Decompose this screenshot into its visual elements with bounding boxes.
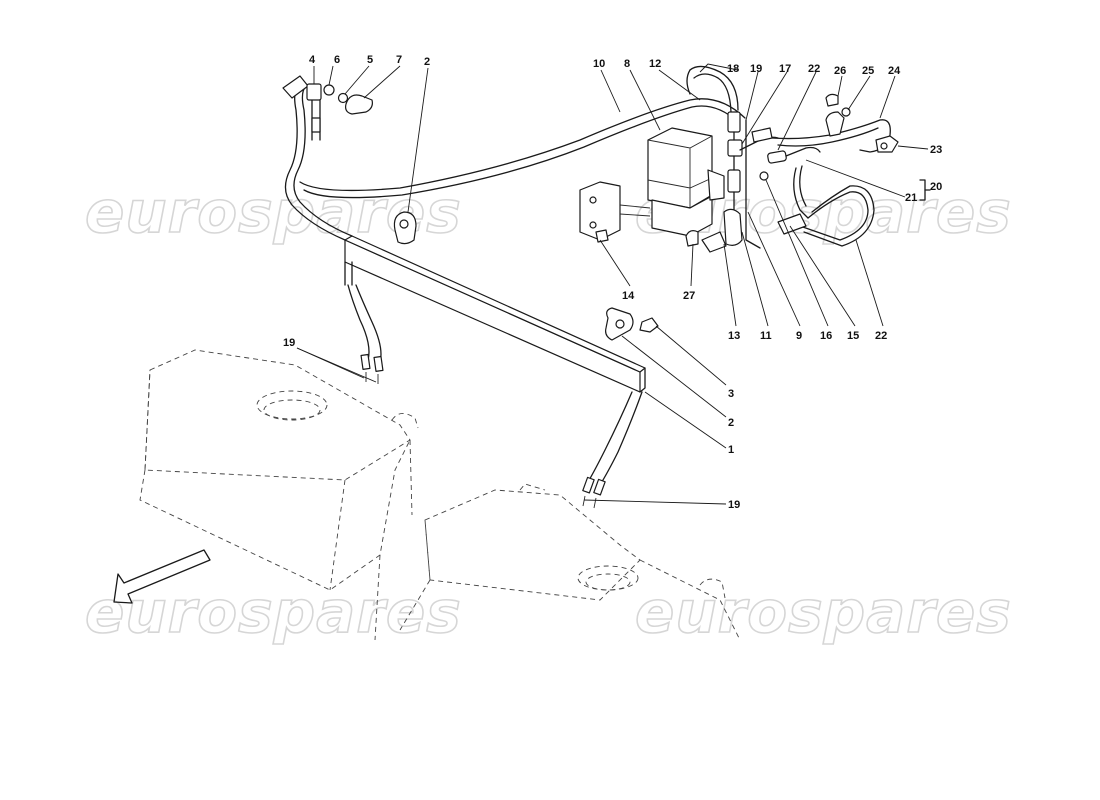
right-tank-pipes xyxy=(582,391,643,509)
direction-arrow-icon xyxy=(113,549,211,604)
label-3: 3 xyxy=(728,388,734,400)
leader-lines xyxy=(296,63,929,505)
label-13: 13 xyxy=(728,330,740,342)
part-number-labels: 4 6 5 7 2 10 8 12 18 19 17 22 26 25 24 2… xyxy=(283,54,942,511)
label-23: 23 xyxy=(930,144,942,156)
label-24: 24 xyxy=(888,65,901,77)
vent-crossbar xyxy=(344,235,646,393)
label-20: 20 xyxy=(930,181,942,193)
label-16: 16 xyxy=(820,330,832,342)
left-tank-pipes xyxy=(347,284,384,384)
watermark-bottom-left: eurospares xyxy=(85,578,462,646)
label-6: 6 xyxy=(334,54,340,66)
label-26: 26 xyxy=(834,65,846,77)
watermark-group: eurospares eurospares eurospares eurospa… xyxy=(84,177,1012,647)
label-17: 17 xyxy=(779,63,791,75)
label-22-upper: 22 xyxy=(808,63,820,75)
canister-lower-fittings xyxy=(595,229,727,253)
label-19-upper: 19 xyxy=(750,63,762,75)
fittings-4-7 xyxy=(282,75,373,133)
clamp-2-lower xyxy=(605,307,659,341)
valve-assembly xyxy=(723,111,779,249)
label-11: 11 xyxy=(760,330,772,342)
hose-22-24 xyxy=(767,93,899,164)
canister-8 xyxy=(579,127,725,241)
label-25: 25 xyxy=(862,65,874,77)
label-4: 4 xyxy=(309,54,316,66)
label-15: 15 xyxy=(847,330,859,342)
label-7: 7 xyxy=(396,54,402,66)
hose-22-lower xyxy=(777,165,875,247)
label-10: 10 xyxy=(593,58,605,70)
label-19-left: 19 xyxy=(283,337,295,349)
label-27: 27 xyxy=(683,290,695,302)
label-21: 21 xyxy=(905,192,917,204)
label-8: 8 xyxy=(624,58,630,70)
right-fuel-tank xyxy=(399,483,741,641)
label-19-right: 19 xyxy=(728,499,740,511)
clamp-2-upper xyxy=(393,211,417,245)
watermark-bottom-right: eurospares xyxy=(635,578,1012,646)
label-14: 14 xyxy=(622,290,635,302)
label-1: 1 xyxy=(728,444,734,456)
label-2-lower: 2 xyxy=(728,417,734,429)
label-5: 5 xyxy=(367,54,373,66)
label-9: 9 xyxy=(796,330,802,342)
label-22-lower: 22 xyxy=(875,330,887,342)
label-18: 18 xyxy=(727,63,739,75)
label-12: 12 xyxy=(649,58,661,70)
left-fuel-tank xyxy=(139,349,419,641)
label-2-upper: 2 xyxy=(424,56,430,68)
bracket-20 xyxy=(919,179,931,201)
